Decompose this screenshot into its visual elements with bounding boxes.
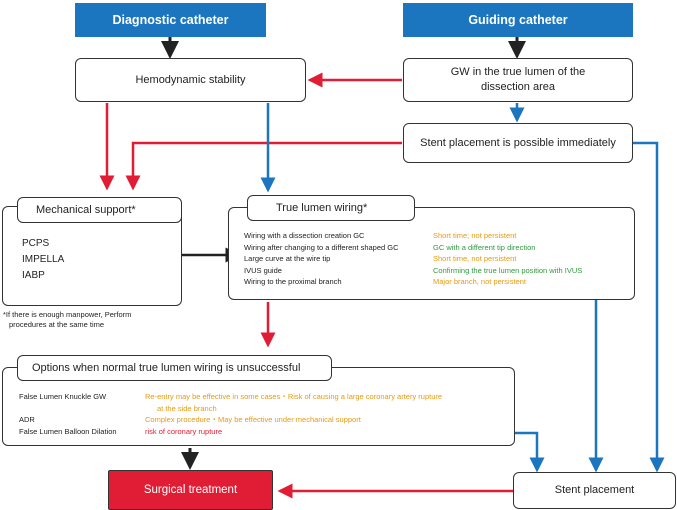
options-title: Options when normal true lumen wiring is… [32, 362, 301, 374]
note-item: Short time, not persistent [433, 254, 517, 263]
stent-placement-box: Stent placement [513, 472, 676, 509]
guiding-catheter-label: Guiding catheter [468, 13, 568, 27]
options-methods: False Lumen Knuckle GW ADR False Lumen B… [19, 391, 117, 437]
hemodynamic-stability-label: Hemodynamic stability [135, 73, 246, 86]
mech-item: IABP [22, 270, 45, 281]
guiding-catheter-box: Guiding catheter [403, 3, 633, 37]
diagnostic-catheter-label: Diagnostic catheter [112, 13, 229, 27]
method-item: Large curve at the wire tip [244, 254, 331, 263]
method-item: Wiring to the proximal branch [244, 277, 342, 286]
surgical-treatment-label: Surgical treatment [143, 484, 238, 496]
true-lumen-title: True lumen wiring* [276, 202, 368, 214]
hemodynamic-stability-box: Hemodynamic stability [75, 58, 306, 102]
gw-true-lumen-line1: GW in the true lumen of the [450, 66, 586, 78]
option-note: Re-entry may be effective in some cases・… [145, 392, 443, 401]
mechanical-support-title: Mechanical support* [36, 204, 136, 216]
option-item: ADR [19, 415, 35, 424]
options-title-box: Options when normal true lumen wiring is… [17, 355, 332, 381]
mech-item: IMPELLA [22, 254, 65, 265]
method-item: Wiring after changing to a different sha… [244, 242, 399, 252]
note-item: Major branch, not persistent [433, 277, 526, 286]
arrow-stentimmediate-to-stent [633, 141, 665, 473]
true-lumen-notes: Short time; not persistent GC with a dif… [433, 230, 582, 288]
stent-immediate-label: Stent placement is possible immediately [420, 136, 616, 149]
true-lumen-box [228, 207, 635, 300]
option-note: risk of coronary rupture [145, 426, 223, 436]
gw-true-lumen-box: GW in the true lumen of the dissection a… [403, 58, 633, 102]
option-note: at the side branch [157, 403, 217, 413]
true-lumen-methods: Wiring with a dissection creation GC Wir… [244, 230, 399, 288]
mech-item: PCPS [22, 238, 50, 249]
option-note: Complex procedure・May be effective under… [145, 415, 361, 424]
arrow-options-to-stent [515, 431, 545, 473]
option-item: False Lumen Knuckle GW [19, 392, 107, 401]
mech-support-footnote: *If there is enough manpower, Perform pr… [3, 310, 132, 329]
method-item: IVUS guide [244, 265, 282, 275]
stent-immediate-box: Stent placement is possible immediately [403, 123, 633, 163]
gw-true-lumen-line2: dissection area [481, 81, 555, 93]
note-item: Short time; not persistent [433, 231, 517, 240]
mechanical-support-list: PCPS IMPELLA IABP [22, 236, 64, 284]
diagnostic-catheter-box: Diagnostic catheter [75, 3, 266, 37]
mechanical-support-title-box: Mechanical support* [17, 197, 182, 223]
method-item: Wiring with a dissection creation GC [244, 231, 365, 240]
option-item: False Lumen Balloon Dilation [19, 426, 117, 436]
note-item: GC with a different tip direction [433, 242, 536, 252]
stent-placement-label: Stent placement [554, 484, 635, 496]
note-item: Confirming the true lumen position with … [433, 265, 583, 275]
arrow-stent-to-mech [125, 141, 402, 191]
options-notes: Re-entry may be effective in some cases・… [145, 391, 442, 437]
true-lumen-title-box: True lumen wiring* [247, 195, 415, 221]
surgical-treatment-box: Surgical treatment [108, 470, 273, 510]
